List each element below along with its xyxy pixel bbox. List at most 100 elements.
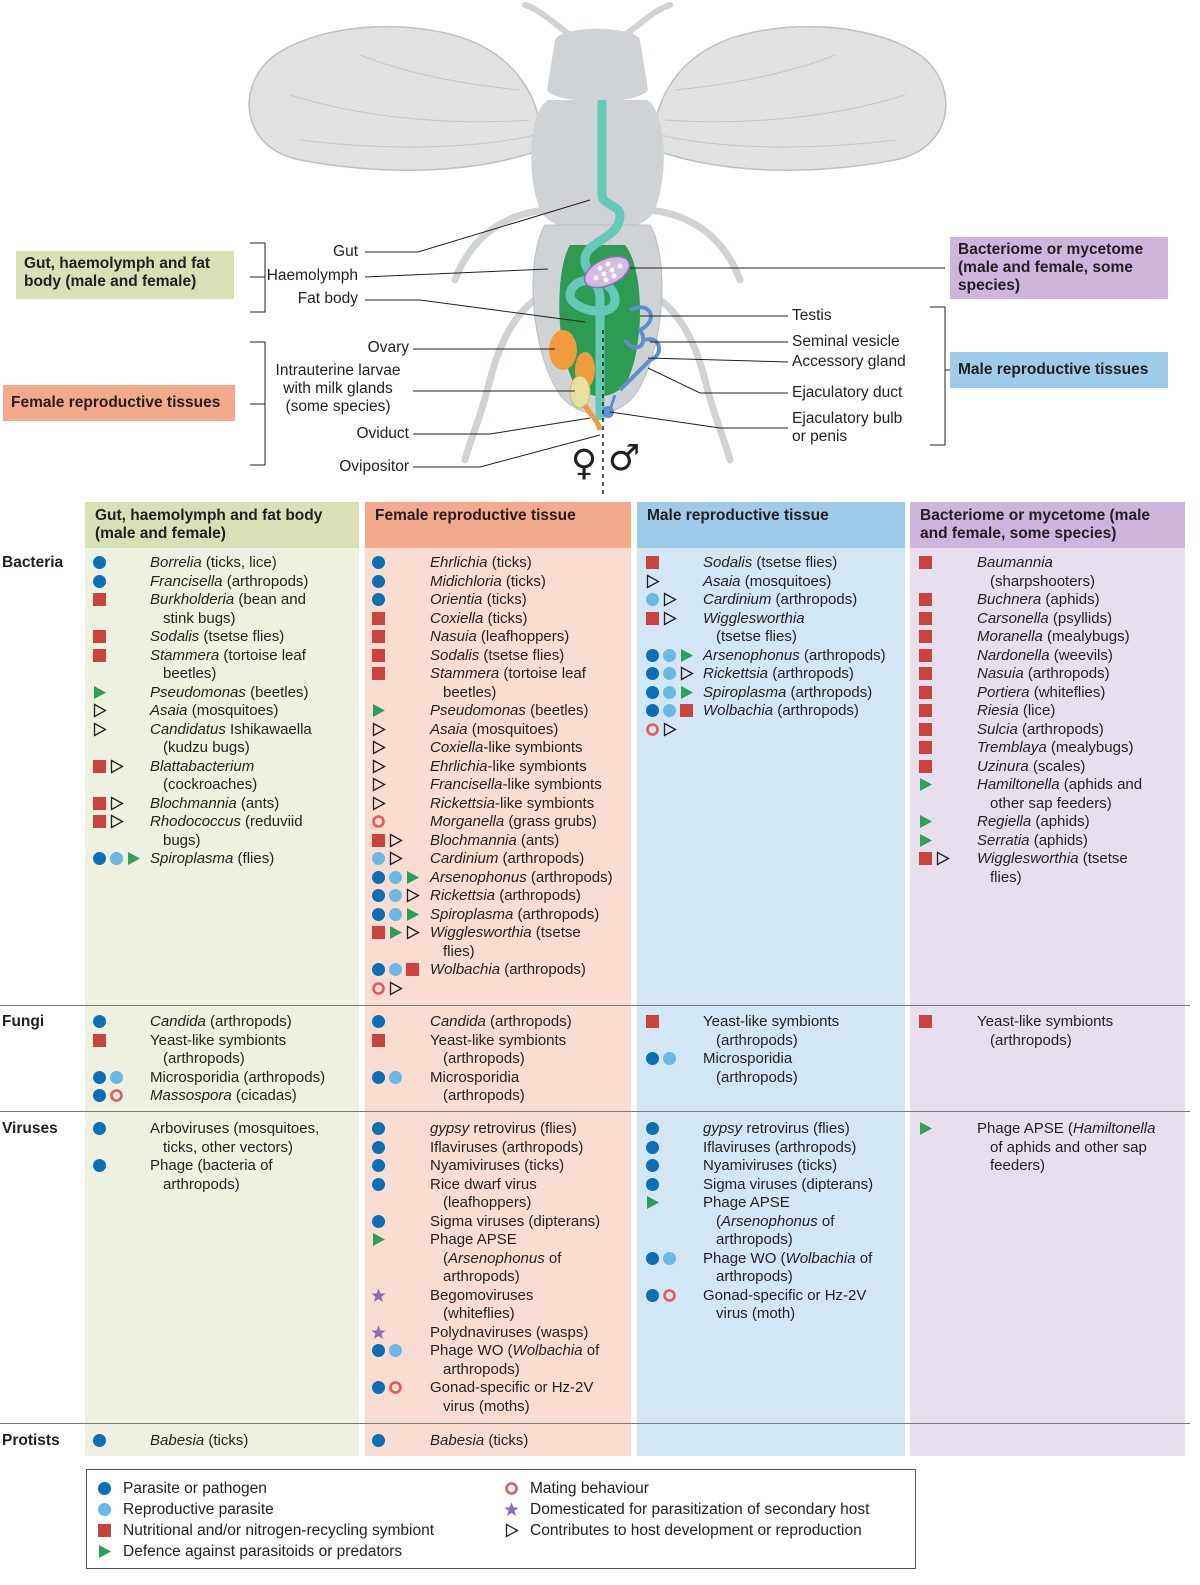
row-label-bacteria: Bacteria <box>2 554 64 571</box>
role-symbols <box>645 1177 662 1195</box>
nutritional-symbiont-icon <box>919 704 932 717</box>
role-symbols <box>92 721 109 740</box>
reproductive-parasite-icon <box>663 704 676 717</box>
role-symbols <box>645 1251 679 1269</box>
list-item: Blattabacterium(cockroaches) <box>92 758 356 793</box>
role-symbols <box>371 795 388 814</box>
list-item: Ehrlichia (ticks) <box>371 554 629 572</box>
role-symbols <box>918 1014 935 1032</box>
list-item: Blochmannia (ants) <box>371 832 629 850</box>
nutritional-symbiont-icon <box>919 611 932 625</box>
organism-label: Cardinium (arthropods) <box>703 591 858 608</box>
organism-label: Arsenophonus (arthropods) <box>430 868 613 886</box>
organism-label: Spiroplasma (arthropods) <box>703 683 873 701</box>
role-symbols <box>371 1033 388 1051</box>
parasite-icon <box>93 574 106 588</box>
nutritional-symbiont-icon <box>372 926 385 939</box>
organism-label: Francisella-like symbionts <box>430 776 602 793</box>
nutritional-symbiont-icon <box>372 630 385 643</box>
list-item: Portiera (whiteflies) <box>918 684 1176 702</box>
role-symbols <box>371 629 388 647</box>
parasite-icon <box>372 1015 385 1028</box>
list-item: Buchnera (aphids) <box>918 591 1176 609</box>
role-symbols <box>371 555 388 573</box>
legend-label: Reproductive parasite <box>123 1501 274 1518</box>
organism-label: Wolbachia (arthropods) <box>703 702 859 719</box>
role-symbols <box>371 703 388 721</box>
legend-label: Domesticated for parasitization of secon… <box>530 1501 870 1518</box>
organism-label: Uzinura (scales) <box>977 757 1086 775</box>
organism-label: Portiera (whiteflies) <box>977 683 1106 701</box>
organism-label: Rickettsia (arthropods) <box>430 887 581 904</box>
organism-label: Morganella (grass grubs) <box>430 813 597 830</box>
reproductive-parasite-icon <box>663 667 676 680</box>
role-symbols <box>645 721 679 740</box>
list-item: Nyamiviruses (ticks) <box>645 1157 903 1175</box>
nutritional-symbiont-icon <box>98 1524 111 1537</box>
parasite-icon <box>93 1070 106 1084</box>
role-symbols <box>371 1177 388 1195</box>
organism-label: Ehrlichia-like symbionts <box>430 757 587 775</box>
organism-label: Sodalis (tsetse flies) <box>150 628 285 645</box>
parasite-icon <box>93 1089 106 1102</box>
host-development-icon <box>936 851 950 866</box>
role-symbols <box>92 685 109 703</box>
intrauterine-larva <box>569 375 591 409</box>
list-item: Yeast-like symbionts(arthropods) <box>92 1032 356 1067</box>
domesticated-icon <box>371 1288 386 1302</box>
parasite-icon <box>646 1122 659 1135</box>
reproductive-parasite-icon <box>663 1251 676 1265</box>
nutritional-symbiont-icon <box>372 1033 385 1047</box>
parasite-icon <box>372 963 385 976</box>
role-symbols <box>918 759 935 777</box>
role-symbols <box>371 1343 405 1361</box>
organism-label: Wolbachia (arthropods) <box>430 961 586 978</box>
organism-label: Sulcia (arthropods) <box>977 720 1104 738</box>
accessory-gland <box>618 337 661 392</box>
defence-icon <box>373 704 385 717</box>
mating-behaviour-icon <box>646 722 659 736</box>
nutritional-symbiont-icon <box>680 704 693 717</box>
organism-label: Tremblaya (mealybugs) <box>977 739 1134 756</box>
label-intrauterine-larvae: Intrauterine larvae with milk glands (so… <box>275 362 401 415</box>
role-symbols <box>371 832 405 851</box>
reproductive-parasite-icon <box>663 1052 676 1065</box>
organism-label: Blattabacterium(cockroaches) <box>150 757 258 794</box>
parasite-icon <box>372 1070 385 1084</box>
organism-label: Carsonella (psyllids) <box>977 609 1113 627</box>
organism-label: Microsporidia(arthropods) <box>703 1050 798 1086</box>
parasite-icon <box>372 889 385 902</box>
organism-label: Pseudomonas (beetles) <box>150 683 309 701</box>
organism-label: Borrelia (ticks, lice) <box>150 554 277 571</box>
host-development-icon <box>389 832 403 848</box>
list-item: Sigma viruses (dipterans) <box>371 1213 629 1231</box>
list-item: Babesia (ticks) <box>371 1432 629 1450</box>
organism-label: Baumannia(sharpshooters) <box>977 554 1096 590</box>
list-item: Iflaviruses (arthropods) <box>645 1139 903 1157</box>
organism-label: Yeast-like symbionts(arthropods) <box>430 1031 567 1068</box>
female-symbol: ♀ <box>571 443 597 484</box>
organism-label: Rickettsia-like symbionts <box>430 794 595 812</box>
list-item: Rickettsia-like symbionts <box>371 795 629 813</box>
organism-label: Serratia (aphids) <box>977 831 1088 849</box>
organism-label: Microsporidia (arthropods) <box>150 1068 326 1086</box>
role-symbols <box>371 740 388 758</box>
host-development-icon <box>680 666 694 681</box>
parasite-icon <box>372 574 385 588</box>
organism-label: Spiroplasma (flies) <box>150 850 275 867</box>
organism-label: Begomoviruses(whiteflies) <box>430 1286 534 1323</box>
role-symbols <box>645 555 662 573</box>
role-symbols <box>92 814 126 832</box>
host-development-icon <box>406 925 420 940</box>
list-item: Candidatus Ishikawaella(kudzu bugs) <box>92 721 356 756</box>
organism-label: Microsporidia(arthropods) <box>430 1068 525 1105</box>
parasite-icon <box>646 667 659 680</box>
parasite-icon <box>372 1214 385 1228</box>
